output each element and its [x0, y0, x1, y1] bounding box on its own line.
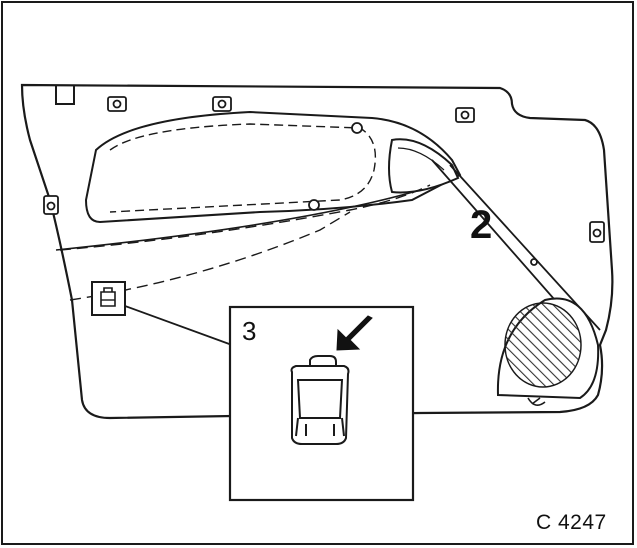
speaker-grille [504, 302, 582, 388]
detail-leader-line [124, 305, 233, 346]
armrest-seam [109, 123, 377, 213]
fastener-clips [43, 96, 605, 266]
door-panel-outline [20, 83, 614, 420]
switch-location-box [91, 281, 126, 316]
bottom-clip [527, 397, 546, 406]
callout-label-switch: 3 [242, 316, 257, 346]
enlarged-switch [290, 355, 350, 445]
arrow-icon [336, 315, 373, 351]
callout-label-panel: 2 [470, 203, 493, 247]
armrest-outline [84, 110, 462, 224]
figure-reference-code: C 4247 [536, 511, 607, 534]
handle-recess [388, 138, 460, 194]
top-notch [55, 86, 75, 105]
